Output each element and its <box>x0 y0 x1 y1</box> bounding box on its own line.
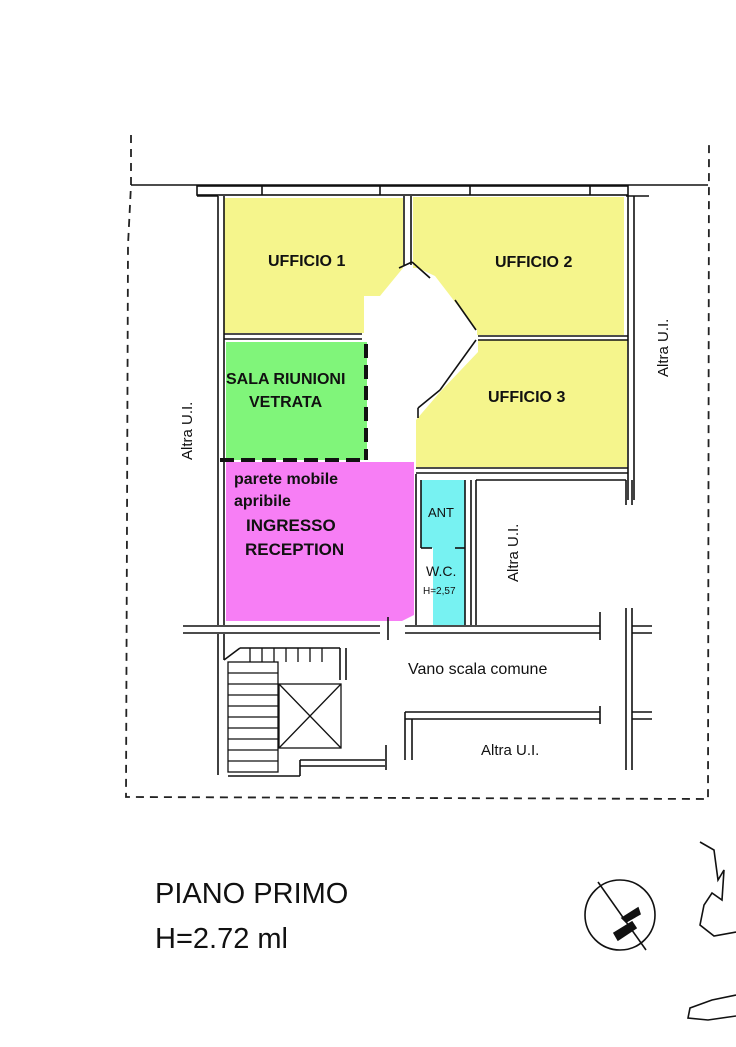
label-ingresso: INGRESSO <box>246 516 336 535</box>
label-vetrata: VETRATA <box>249 394 323 411</box>
label-wc-height: H=2,57 <box>423 586 456 597</box>
label-altra-ui-middle: Altra U.I. <box>505 524 522 582</box>
room-ufficio-3 <box>416 340 627 467</box>
label-altra-ui-right: Altra U.I. <box>655 319 672 377</box>
stair-treads <box>227 648 323 773</box>
floor-title: PIANO PRIMO <box>155 878 349 910</box>
label-ant: ANT <box>428 505 454 520</box>
room-ufficio-1 <box>224 198 403 333</box>
label-vano-scala: Vano scala comune <box>408 661 547 678</box>
signature-scribble <box>687 841 736 1021</box>
room-sala-riunioni <box>226 342 367 460</box>
room-wc <box>421 480 465 625</box>
movable-wall-dashed <box>220 344 368 462</box>
label-reception: RECEPTION <box>245 540 344 559</box>
label-ufficio-1: UFFICIO 1 <box>268 253 345 270</box>
floor-height: H=2.72 ml <box>155 923 288 955</box>
label-ufficio-2: UFFICIO 2 <box>495 254 572 271</box>
compass-icon <box>584 879 656 951</box>
walls <box>183 185 652 777</box>
label-apribile: apribile <box>234 493 291 510</box>
room-ingresso-reception <box>226 462 414 621</box>
lift-shaft <box>278 683 342 749</box>
label-altra-ui-bottom: Altra U.I. <box>481 742 539 759</box>
label-altra-ui-left: Altra U.I. <box>179 402 196 460</box>
label-parete-mobile: parete mobile <box>234 471 338 488</box>
label-wc: W.C. <box>426 563 456 579</box>
room-ufficio-2 <box>413 197 624 335</box>
label-ufficio-3: UFFICIO 3 <box>488 389 565 406</box>
label-sala-riunioni: SALA RIUNIONI <box>226 371 345 388</box>
